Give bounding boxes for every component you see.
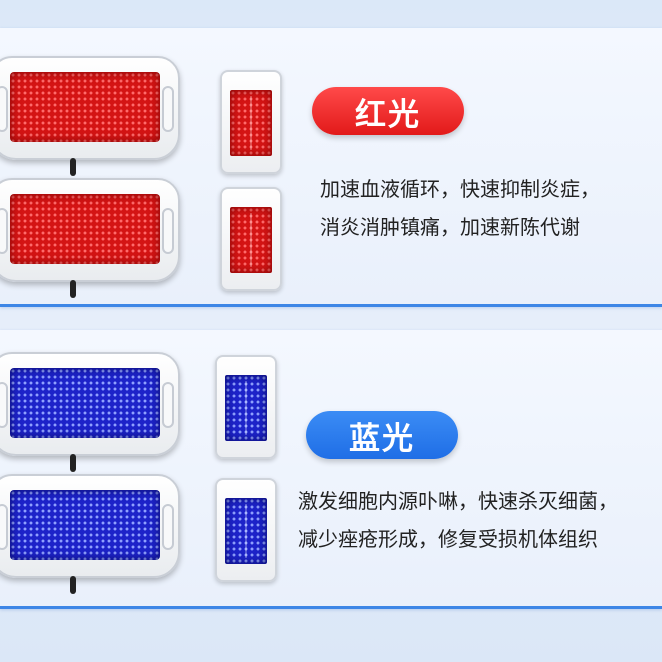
red-light-description: 加速血液循环，快速抑制炎症， 消炎消肿镇痛，加速新陈代谢 [320,170,600,246]
blue-handheld-device-bottom [215,478,277,582]
red-lamp-device-bottom [0,178,180,298]
red-handheld-device-top [220,70,282,174]
blue-led-array [10,490,160,560]
blue-led-array [10,368,160,438]
blue-handheld-device-top [215,355,277,459]
red-desc-line-1: 加速血液循环，快速抑制炎症， [320,177,600,201]
red-light-badge: 红光 [312,87,464,135]
red-led-array [10,194,160,264]
blue-desc-line-1: 激发细胞内源卟啉，快速杀灭细菌， [298,489,618,513]
red-handheld-device-bottom [220,187,282,291]
red-desc-line-2: 消炎消肿镇痛，加速新陈代谢 [320,215,580,239]
blue-desc-line-2: 减少痤疮形成，修复受损机体组织 [298,527,598,551]
blue-light-description: 激发细胞内源卟啉，快速杀灭细菌， 减少痤疮形成，修复受损机体组织 [298,482,618,558]
red-led-array [10,72,160,142]
red-lamp-device-top [0,56,180,176]
blue-lamp-device-top [0,352,180,472]
blue-lamp-device-bottom [0,474,180,594]
blue-light-badge: 蓝光 [306,411,458,459]
